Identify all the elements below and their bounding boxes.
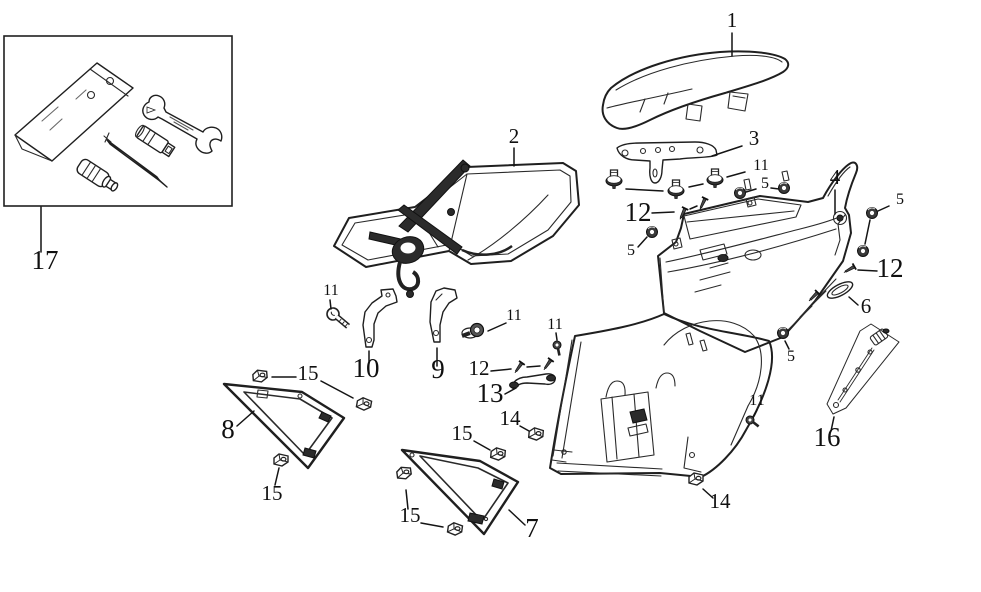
- grommet-5: [866, 207, 878, 219]
- grommet-5: [734, 187, 746, 199]
- callout-10: 10: [353, 353, 380, 383]
- bolt-11: [667, 179, 685, 200]
- callout-5c: 5: [627, 242, 635, 259]
- callout-16: 16: [814, 422, 841, 452]
- seat-bracket-part: [616, 141, 718, 184]
- screw-12: [511, 359, 526, 376]
- callout-3: 3: [749, 126, 760, 150]
- callout-9: 9: [431, 354, 445, 384]
- callout-13: 13: [477, 378, 504, 408]
- callout-12a: 12: [877, 253, 904, 283]
- clip-15: [355, 396, 373, 412]
- callout-15d: 15: [400, 503, 421, 527]
- grommet-5: [777, 327, 789, 339]
- grommet-5: [778, 182, 790, 194]
- seat-latch-assembly: [368, 159, 513, 298]
- grommet-5: [857, 245, 869, 257]
- bracket-left-part: [362, 288, 398, 348]
- callout-11b: 11: [323, 282, 338, 299]
- rear-body-part: [657, 161, 859, 353]
- callout-11d: 11: [547, 316, 562, 333]
- callout-2: 2: [509, 124, 520, 148]
- callout-12b: 12: [625, 197, 652, 227]
- callout-11c: 11: [506, 307, 521, 324]
- bolt-11: [605, 169, 623, 190]
- callout-17: 17: [32, 245, 59, 275]
- inner-fender-part: [549, 313, 773, 478]
- callout-1: 1: [727, 8, 738, 32]
- seat-lock-handle-part: [509, 373, 556, 390]
- callout-8: 8: [221, 414, 235, 444]
- clip-15: [251, 368, 269, 384]
- clip-15: [489, 446, 507, 462]
- tail-cover-part: [333, 159, 580, 298]
- callout-15c: 15: [452, 421, 473, 445]
- callout-15a: 15: [298, 361, 319, 385]
- clip-15: [446, 521, 464, 537]
- leader-lines: [40, 32, 890, 528]
- callout-labels: 1 2 3 11 5 4 5 12 6 12 5 11 10 9 11 11 1…: [32, 8, 905, 543]
- callout-12c: 12: [469, 356, 490, 380]
- callout-6: 6: [861, 294, 872, 318]
- wrench: [142, 94, 223, 154]
- bracket-right-part: [429, 287, 458, 343]
- side-trim-part: [826, 281, 854, 299]
- callout-5a: 5: [761, 175, 769, 192]
- seat-part: [601, 50, 790, 130]
- screw-12: [540, 356, 555, 373]
- tool-kit-part: [3, 35, 233, 207]
- lock-cable-part: [826, 323, 900, 415]
- callout-7: 7: [525, 513, 539, 543]
- screw-11: [550, 338, 568, 357]
- callout-11a: 11: [753, 157, 768, 174]
- callout-4: 4: [830, 165, 841, 189]
- tool-pouch: [14, 62, 134, 162]
- right-side-cover-part: [400, 448, 520, 536]
- grommet-5: [646, 226, 658, 238]
- bolt-11: [460, 321, 486, 340]
- screw-12: [841, 262, 857, 277]
- callout-15b: 15: [262, 481, 283, 505]
- callout-14b: 14: [710, 489, 732, 513]
- callout-5b: 5: [896, 191, 904, 208]
- clip-14: [688, 472, 704, 486]
- callout-11e: 11: [749, 392, 764, 409]
- callout-14a: 14: [500, 406, 522, 430]
- clip-15: [395, 465, 413, 481]
- clip-14: [527, 426, 545, 442]
- bolt-11: [706, 168, 724, 189]
- screwdriver-handle: [76, 158, 119, 192]
- spark-plug-socket: [134, 124, 176, 158]
- bolt-11: [325, 307, 351, 327]
- callout-5d: 5: [787, 348, 795, 365]
- screwdriver-blade: [103, 132, 168, 188]
- clip-15: [273, 453, 289, 467]
- screw-11: [743, 413, 762, 428]
- left-side-cover-part: [222, 382, 346, 470]
